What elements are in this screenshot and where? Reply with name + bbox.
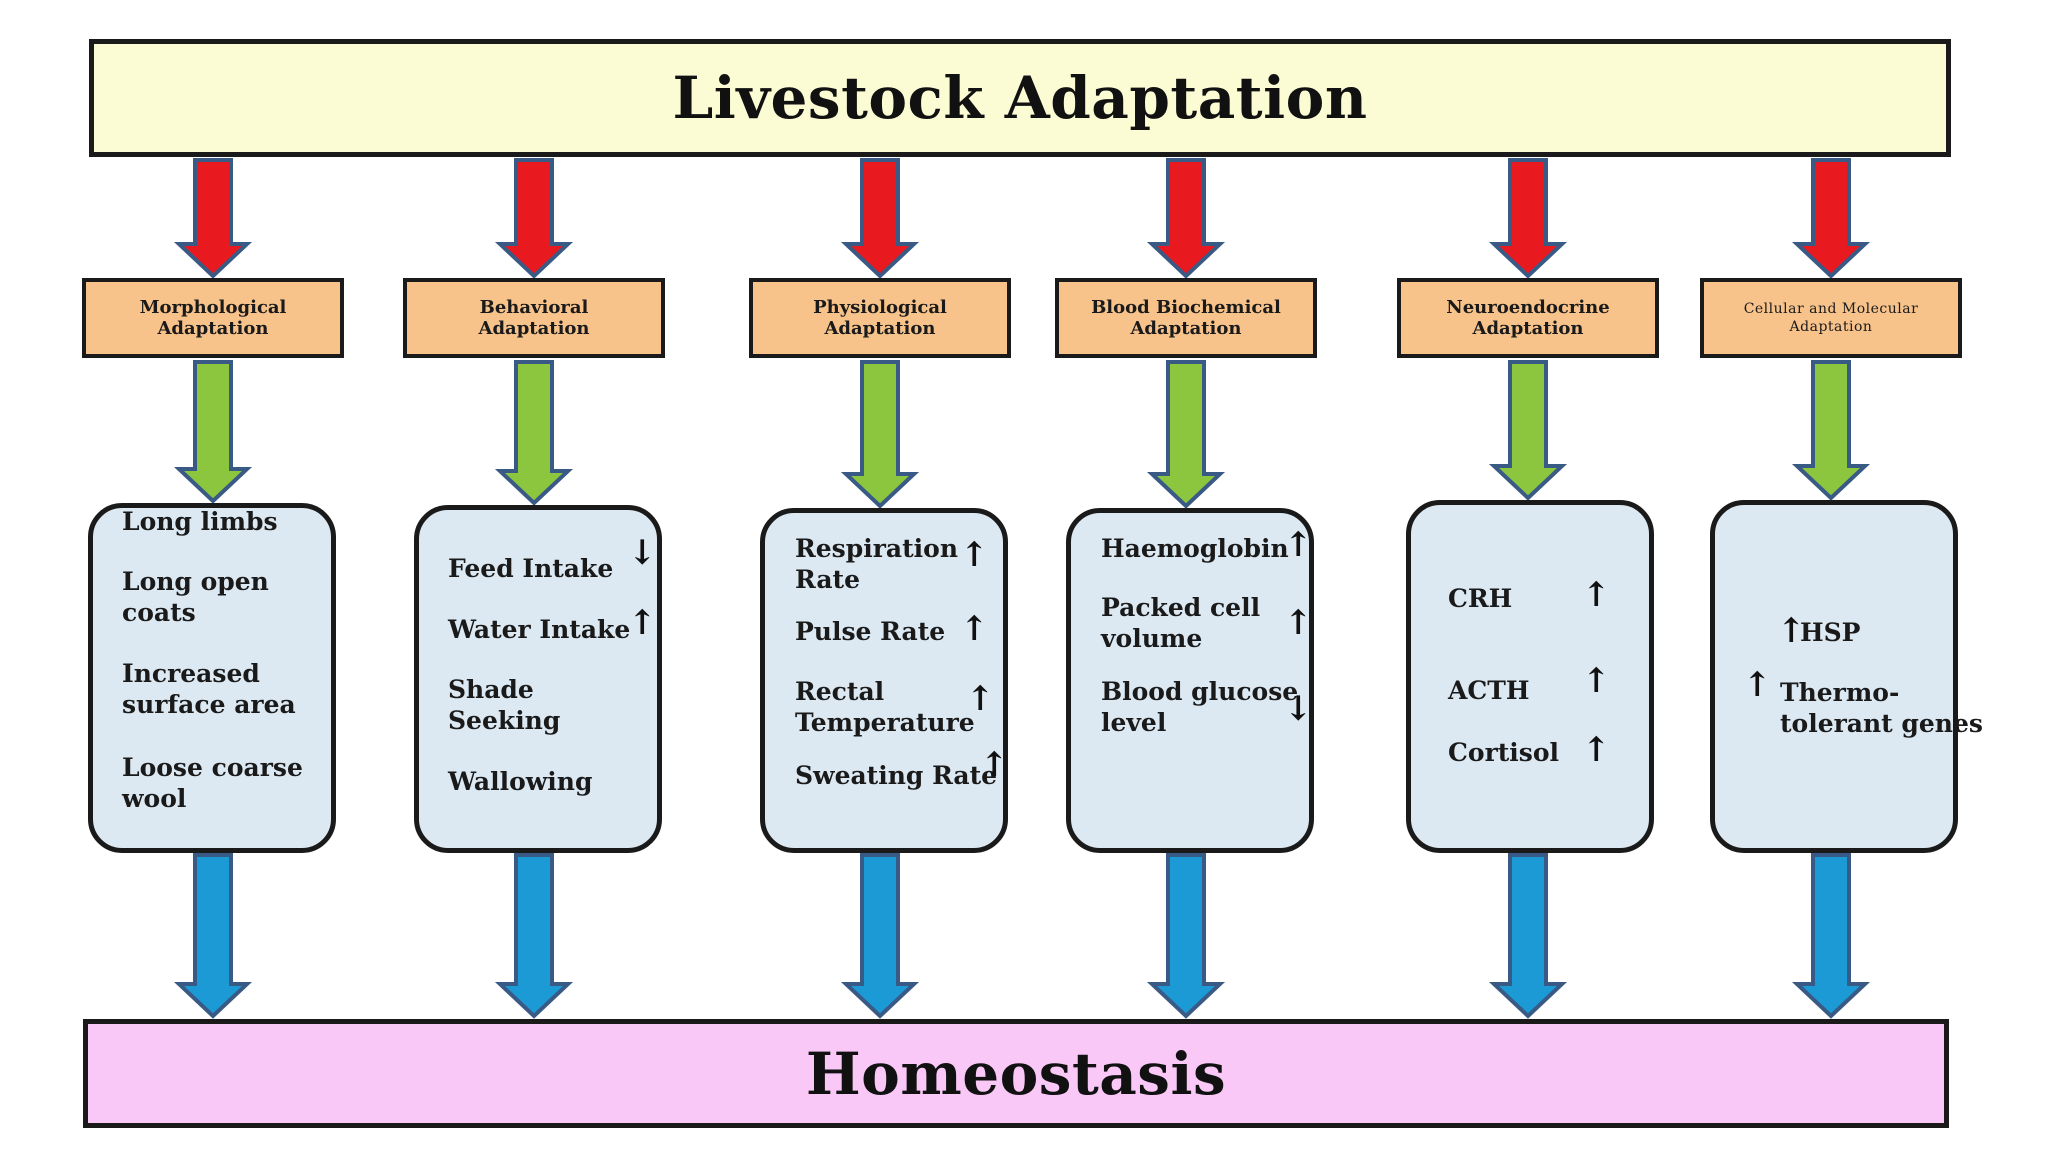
arrow-up-icon: ↑ xyxy=(960,609,989,649)
detail-box xyxy=(1406,500,1654,853)
red-arrow-down xyxy=(494,158,574,279)
category-box: Cellular and Molecular Adaptation xyxy=(1700,278,1962,358)
blue-arrow-down xyxy=(1488,853,1568,1019)
arrow-up-icon: ↑ xyxy=(1284,603,1313,643)
detail-item: Rectal Temperature xyxy=(795,677,975,737)
detail-box xyxy=(414,505,662,853)
arrow-up-icon: ↑ xyxy=(980,745,1009,785)
detail-item: Feed Intake xyxy=(448,554,614,583)
detail-item: Long limbs xyxy=(122,507,278,536)
arrow-up-icon: ↑ xyxy=(1582,575,1611,615)
red-arrow-down xyxy=(1146,158,1226,279)
detail-item: Wallowing xyxy=(448,767,593,796)
detail-item: ACTH xyxy=(1448,676,1530,705)
detail-item: CRH xyxy=(1448,584,1513,613)
red-arrow-down xyxy=(1488,158,1568,279)
red-arrow-down xyxy=(1791,158,1871,279)
arrow-down-icon: ↓ xyxy=(628,533,657,573)
blue-arrow-down xyxy=(173,853,253,1019)
green-arrow-down xyxy=(840,360,920,509)
blue-arrow-down xyxy=(494,853,574,1019)
category-box: Neuroendocrine Adaptation xyxy=(1397,278,1659,358)
detail-item: Cortisol xyxy=(1448,738,1560,767)
category-box: Physiological Adaptation xyxy=(749,278,1011,358)
blue-arrow-down xyxy=(1791,853,1871,1019)
detail-box xyxy=(1066,508,1314,853)
arrow-up-icon: ↑ xyxy=(960,535,989,575)
category-box: Morphological Adaptation xyxy=(82,278,344,358)
detail-item: HSP xyxy=(1800,618,1861,647)
arrow-up-icon: ↑ xyxy=(1284,525,1313,565)
arrow-up-icon: ↑ xyxy=(628,603,657,643)
arrow-up-icon: ↑ xyxy=(1582,661,1611,701)
category-box: Blood Biochemical Adaptation xyxy=(1055,278,1317,358)
detail-item: Thermo- tolerant genes xyxy=(1780,678,1983,738)
arrow-up-icon: ↑ xyxy=(1743,665,1772,705)
detail-item: Blood glucose level xyxy=(1101,677,1299,737)
livestock-adaptation-title: Livestock Adaptation xyxy=(89,39,1951,157)
green-arrow-down xyxy=(1791,360,1871,501)
arrow-up-icon: ↑ xyxy=(1582,730,1611,770)
category-box: Behavioral Adaptation xyxy=(403,278,665,358)
detail-box xyxy=(88,503,336,853)
arrow-down-icon: ↓ xyxy=(1284,689,1313,729)
detail-item: Loose coarse wool xyxy=(122,753,303,813)
green-arrow-down xyxy=(1488,360,1568,501)
red-arrow-down xyxy=(840,158,920,279)
detail-item: Long open coats xyxy=(122,567,269,627)
detail-box xyxy=(1710,500,1958,853)
green-arrow-down xyxy=(173,360,253,504)
detail-item: Sweating Rate xyxy=(795,761,998,790)
arrow-up-icon: ↑ xyxy=(966,679,995,719)
green-arrow-down xyxy=(1146,360,1226,509)
detail-box xyxy=(760,508,1008,853)
detail-item: Increased surface area xyxy=(122,659,296,719)
blue-arrow-down xyxy=(1146,853,1226,1019)
detail-item: Water Intake xyxy=(448,615,631,644)
detail-item: Haemoglobin xyxy=(1101,534,1289,563)
green-arrow-down xyxy=(494,360,574,506)
detail-item: Respiration Rate xyxy=(795,534,959,594)
arrow-up-icon: ↑ xyxy=(1777,611,1806,651)
homeostasis-footer: Homeostasis xyxy=(83,1019,1949,1128)
red-arrow-down xyxy=(173,158,253,279)
detail-item: Packed cell volume xyxy=(1101,593,1261,653)
blue-arrow-down xyxy=(840,853,920,1019)
detail-item: Shade Seeking xyxy=(448,675,561,735)
detail-item: Pulse Rate xyxy=(795,617,946,646)
